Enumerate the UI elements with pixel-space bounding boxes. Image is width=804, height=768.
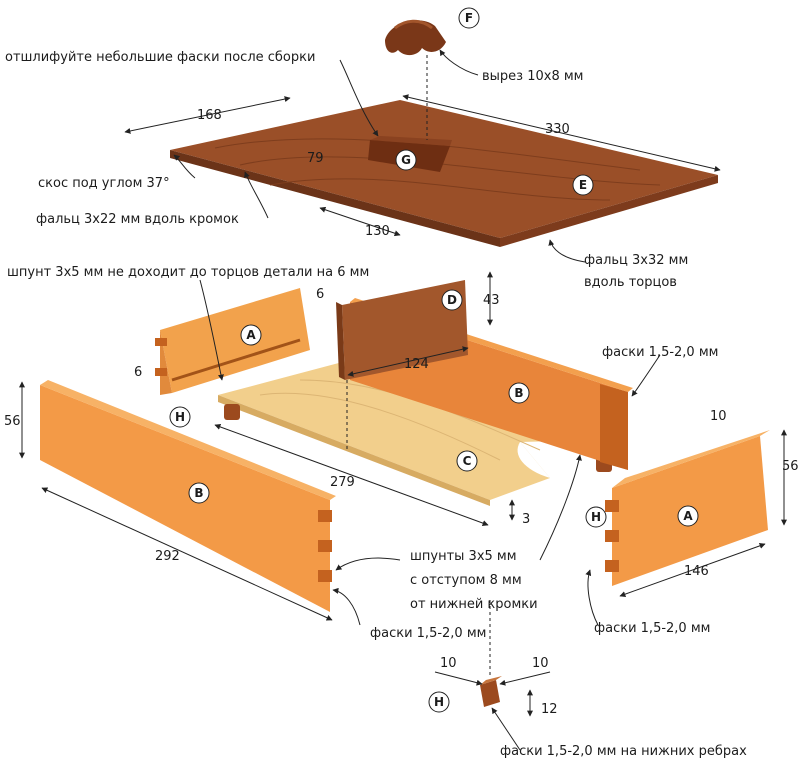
- leader-lines: [173, 49, 661, 751]
- part-badge-h-right: H: [585, 506, 607, 528]
- dim-panel-d-length: 124: [404, 357, 429, 372]
- part-badge-a-left: A: [240, 324, 262, 346]
- label-chamfer-after-assembly: отшлифуйте небольшие фаски после сборки: [5, 50, 315, 65]
- part-badge-h-detail: H: [428, 691, 450, 713]
- dim-bottom-length: 279: [330, 475, 355, 490]
- dim-rabbet-130: 130: [365, 224, 390, 239]
- dim-right-a-top: 10: [710, 409, 727, 424]
- label-grooves-2: с отступом 8 мм: [410, 573, 522, 588]
- label-chamfer-foot: фаски 1,5-2,0 мм на нижних ребрах: [500, 744, 747, 759]
- part-badge-d: D: [441, 289, 463, 311]
- part-badge-b-back: B: [508, 382, 530, 404]
- dimension-lines: [19, 94, 787, 717]
- part-badge-a-right: A: [677, 505, 699, 527]
- part-badge-b-front: B: [188, 482, 210, 504]
- svg-text:C: C: [463, 454, 472, 468]
- label-chamfer-a: фаски 1,5-2,0 мм: [594, 621, 710, 636]
- dim-lid-width: 168: [197, 108, 222, 123]
- label-cutout: вырез 10x8 мм: [482, 69, 583, 84]
- dim-front-height: 56: [4, 414, 21, 429]
- part-badge-h-left: H: [169, 406, 191, 428]
- svg-text:B: B: [194, 486, 203, 500]
- dim-lid-length: 330: [545, 122, 570, 137]
- dim-foot-w1: 10: [440, 656, 457, 671]
- svg-text:B: B: [514, 386, 523, 400]
- side-part-a-left: [155, 288, 310, 395]
- dim-a-groove-left: 6: [134, 365, 142, 380]
- dim-right-a-length: 146: [684, 564, 709, 579]
- svg-text:A: A: [683, 509, 693, 523]
- dim-right-a-height: 56: [782, 459, 799, 474]
- svg-text:H: H: [591, 510, 601, 524]
- svg-text:A: A: [246, 328, 256, 342]
- dim-handle-offset: 79: [307, 151, 324, 166]
- dim-foot-w2: 10: [532, 656, 549, 671]
- label-bevel: скос под углом 37°: [38, 176, 170, 191]
- dim-bottom-thickness: 3: [522, 512, 530, 527]
- part-badge-f: F: [458, 7, 480, 29]
- part-badge-e: E: [572, 174, 594, 196]
- part-badge-c: C: [456, 450, 478, 472]
- svg-text:F: F: [465, 11, 473, 25]
- dim-foot-h: 12: [541, 702, 558, 717]
- foot-detail: [480, 600, 502, 707]
- foot-left: [224, 404, 240, 420]
- dim-panel-d-height: 43: [483, 293, 500, 308]
- svg-text:E: E: [579, 178, 587, 192]
- svg-text:G: G: [401, 153, 411, 167]
- svg-text:H: H: [175, 410, 185, 424]
- part-badge-g: G: [395, 149, 417, 171]
- svg-text:D: D: [447, 293, 457, 307]
- lid-part-e: [170, 100, 718, 247]
- svg-text:H: H: [434, 695, 444, 709]
- label-rabbet-edges: фальц 3x22 мм вдоль кромок: [36, 212, 239, 227]
- label-grooves-3: от нижней кромки: [410, 597, 538, 612]
- label-rabbet-ends-2: вдоль торцов: [584, 275, 677, 290]
- dim-front-length: 292: [155, 549, 180, 564]
- label-groove-stop: шпунт 3x5 мм не доходит до торцов детали…: [7, 265, 369, 280]
- label-chamfer-front: фаски 1,5-2,0 мм: [370, 626, 486, 641]
- label-rabbet-ends-1: фальц 3x32 мм: [584, 253, 688, 268]
- dim-a-groove-top: 6: [316, 287, 324, 302]
- label-grooves-1: шпунты 3x5 мм: [410, 549, 517, 564]
- label-chamfer-b: фаски 1,5-2,0 мм: [602, 345, 718, 360]
